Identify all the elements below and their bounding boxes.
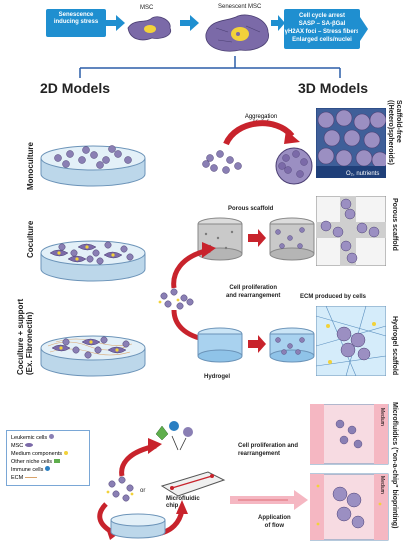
senescent-msc-icon — [205, 14, 269, 52]
dish-microfluidic — [110, 513, 166, 539]
msc-cell-icon — [127, 16, 172, 41]
label-microfluidics: Microfluidics ("on-a-chip" bioprinting) — [391, 402, 398, 529]
flow-label: Application of flow — [258, 515, 291, 529]
hydrogel-zoom — [316, 306, 386, 376]
header-3d-models: 3D Models — [298, 80, 369, 96]
arrow-right-icon — [106, 15, 125, 31]
msc-label: MSC — [140, 5, 154, 11]
microfluidic-cycle — [97, 438, 188, 540]
senescent-msc-label: Senescent MSC — [218, 4, 262, 10]
legend-item-ecm: ECM — [11, 474, 85, 482]
microfluidic-zoom — [310, 404, 389, 541]
legend-item-medium: Medium components — [11, 450, 85, 458]
o2-label: O₂, nutrients — [346, 171, 379, 177]
legend-box: Leukemic cells MSC Medium components Oth… — [6, 430, 90, 486]
chip-label: Microfluidic chip — [166, 496, 200, 509]
or-label: or — [140, 488, 146, 494]
dish-coculture-support — [40, 335, 146, 377]
medium-label-top: Medium — [379, 408, 385, 426]
legend-item-niche: Other niche cells — [11, 458, 85, 466]
label-porous-scaffold: Porous scaffold — [391, 198, 398, 251]
label-coculture: Coculture — [26, 220, 35, 258]
label-coculture-support: Coculture + support (Ex. Fibronectin) — [16, 298, 34, 375]
header-2d-models: 2D Models — [40, 80, 111, 96]
dish-monoculture — [40, 145, 146, 187]
flow-arrow — [230, 490, 308, 510]
spheroid-zoom: O₂, nutrients — [316, 108, 386, 178]
branch-connector — [79, 56, 341, 78]
dish-coculture — [40, 240, 146, 282]
porous-scaffold-diagram — [197, 217, 315, 261]
arrow-right-icon-3 — [271, 15, 285, 31]
label-monoculture: Monoculture — [26, 142, 35, 190]
label-hydrogel-scaffold: Hydrogel scaffold — [391, 316, 398, 376]
aggregation-diagram — [202, 120, 313, 185]
prolif-label-1: Cell proliferation and rearrangement — [226, 285, 281, 299]
prolif-label-2: Cell proliferation and rearrangement — [238, 443, 299, 457]
stress-box: Senescence inducing stress — [46, 9, 106, 37]
senescence-markers-box: Cell cycle arrest SASP – SA-βGal γH2AX f… — [284, 9, 360, 49]
porous-zoom — [316, 196, 386, 266]
porous-scaffold-label: Porous scaffold — [228, 206, 274, 212]
legend-item-immune: Immune cells — [11, 466, 85, 474]
hydrogel-diagram — [197, 327, 315, 363]
marker-box-arrow-tip — [358, 14, 368, 44]
legend-item-leukemic: Leukemic cells — [11, 434, 85, 442]
legend-item-msc: MSC — [11, 442, 85, 450]
medium-label-bottom: Medium — [379, 476, 385, 494]
ecm-produced-label: ECM produced by cells — [300, 294, 367, 300]
label-scaffold-free: Scaffold-free ((Hetero)spheroids) — [387, 100, 402, 165]
microfluidic-chip-icon — [160, 471, 226, 497]
arrow-right-icon-2 — [180, 15, 199, 31]
niche-cells-cluster — [155, 421, 193, 451]
hydrogel-label: Hydrogel — [204, 374, 231, 380]
